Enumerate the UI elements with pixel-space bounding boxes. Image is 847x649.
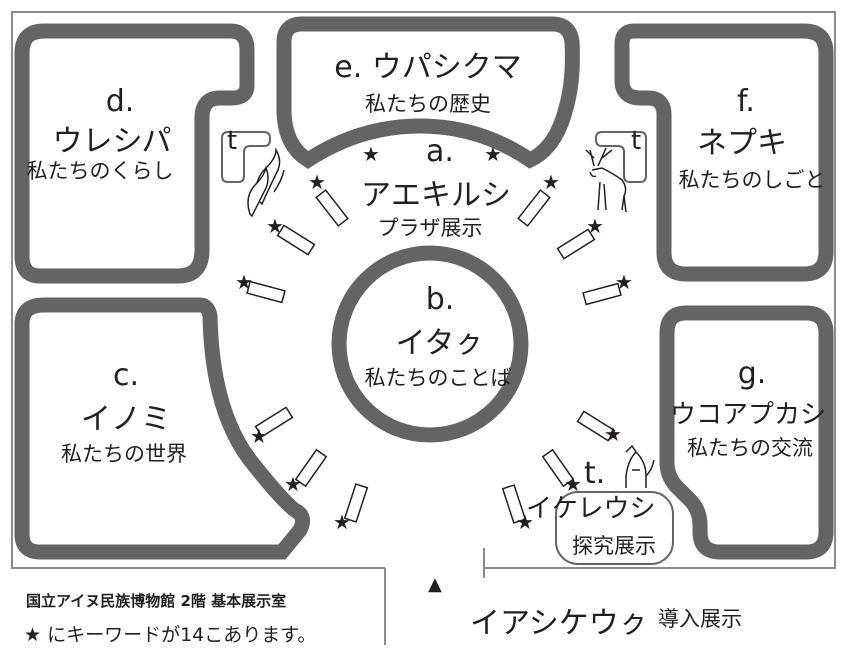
room-b-name: イタㇰ	[395, 326, 485, 361]
t-marker-left	[221, 131, 271, 183]
room-t-name: イケレウシ	[526, 494, 656, 524]
room-c-title: c.	[112, 358, 140, 393]
keyword-star: ★	[362, 142, 380, 166]
room-b-title: b.	[425, 282, 455, 317]
room-f-subtitle: 私たちのしごと	[678, 168, 826, 192]
fox-icon	[625, 444, 655, 488]
room-b-subtitle: 私たちのことば	[364, 366, 512, 390]
room-d-title: d.	[105, 84, 135, 119]
t-marker-right	[595, 131, 647, 183]
entrance-label: 導入展示	[658, 607, 742, 631]
keyword-star: ★	[542, 170, 560, 194]
keyword-star: ★	[516, 510, 534, 534]
keyword-star: ★	[250, 424, 268, 448]
keyword-star: ★	[564, 472, 582, 496]
room-f-name: ネプキ	[697, 126, 787, 161]
deer-icon	[585, 147, 627, 213]
keyword-star: ★	[604, 422, 622, 446]
star-legend: ★ にキーワードが14こあります。	[24, 624, 317, 646]
keyword-star: ★	[615, 270, 633, 294]
room-f-wall	[614, 23, 834, 282]
keyword-star: ★	[586, 214, 604, 238]
entrance-name: イアシケウㇰ	[470, 606, 649, 641]
outer-frame	[11, 11, 836, 645]
room-g-wall	[659, 305, 834, 560]
room-g-subtitle: 私たちの交流	[687, 436, 813, 460]
keyword-star: ★	[284, 472, 302, 496]
room-c-subtitle: 私たちの世界	[61, 442, 187, 466]
keyword-star: ★	[266, 214, 284, 238]
entrance-arrow: ▲	[428, 574, 442, 595]
keyword-star: ★	[484, 142, 502, 166]
keyword-star: ★	[308, 170, 326, 194]
t-marker-left-label: t	[227, 126, 238, 156]
room-b-wall	[331, 245, 529, 443]
room-g-name: ウコアプカシ	[669, 400, 827, 430]
room-e-title: e. ウパシクマ	[334, 50, 522, 85]
room-e-wall	[276, 16, 580, 169]
exploration-area-box	[555, 491, 674, 565]
t-marker-right-label: t	[631, 126, 642, 156]
room-e-subtitle: 私たちの歴史	[365, 92, 491, 116]
room-d-wall	[14, 23, 255, 284]
keyword-star: ★	[235, 270, 253, 294]
room-c-name: イノミ	[81, 402, 171, 437]
salmon-icon	[247, 147, 285, 218]
room-t-subtitle: 探究展示	[572, 534, 656, 558]
display-cases	[246, 189, 622, 524]
room-a-title: a.	[426, 134, 454, 169]
room-a-subtitle: プラザ展示	[377, 216, 483, 240]
keyword-star: ★	[333, 510, 351, 534]
room-c-wall	[14, 297, 311, 560]
room-d-name: ウレシパ	[52, 124, 172, 159]
floor-caption: 国立アイヌ民族博物館 2階 基本展示室	[26, 592, 287, 610]
room-t-title: t.	[584, 456, 606, 491]
room-g-title: g.	[737, 356, 767, 391]
room-d-subtitle: 私たちのくらし	[26, 159, 174, 183]
room-a-name: アエキルシ	[361, 178, 511, 213]
room-f-title: f.	[737, 84, 755, 119]
